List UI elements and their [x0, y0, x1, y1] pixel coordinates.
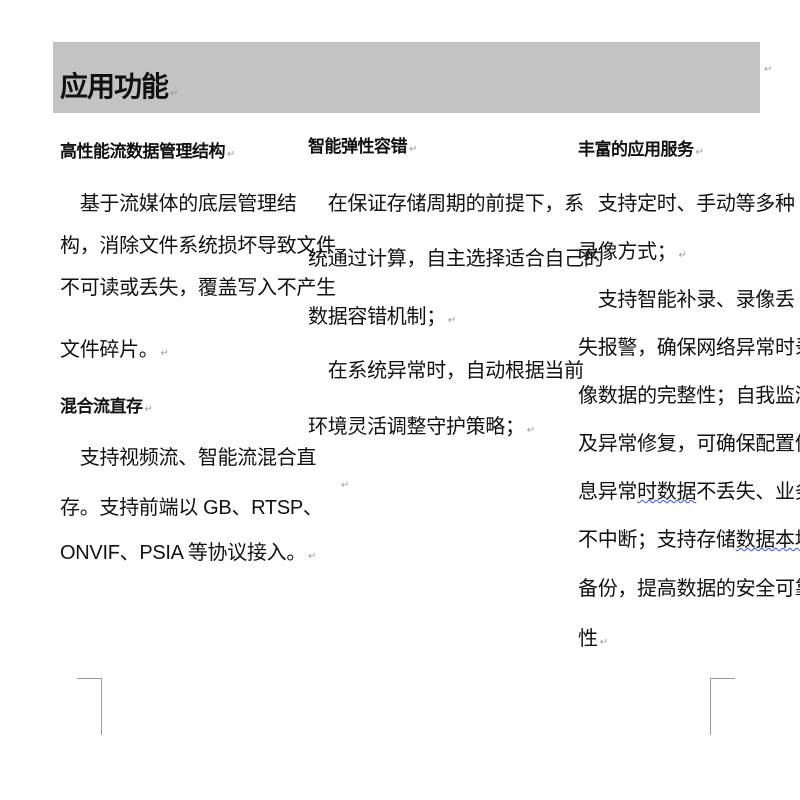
heading-high-performance: 高性能流数据管理结构↵ — [60, 141, 235, 166]
body-line: 文件碎片。↵ — [60, 338, 169, 366]
paragraph-mark-icon: ↵ — [695, 147, 704, 158]
paragraph-mark-icon: ↵ — [227, 149, 235, 160]
body-line: 及异常修复，可确保配置信 — [578, 433, 800, 455]
section-title: 应用功能↵ — [60, 70, 178, 111]
body-text: ONVIF、PSIA 等协议接入。 — [60, 542, 307, 564]
paragraph-mark-icon: ↵ — [447, 315, 456, 326]
section-header-bar: 应用功能↵ — [53, 42, 760, 113]
body-line: 统通过计算，自主选择适合自己的 — [308, 248, 604, 270]
heading-mixed-stream: 混合流直存↵ — [60, 396, 153, 421]
heading-rich-services: 丰富的应用服务↵ — [578, 139, 704, 164]
body-line: ONVIF、PSIA 等协议接入。↵ — [60, 541, 316, 569]
paragraph-mark-icon: ↵ — [599, 637, 608, 648]
body-text: 不丢失、业务 — [696, 481, 800, 503]
heading-text: 智能弹性容错 — [308, 137, 408, 156]
body-text: 数据容错机制； — [308, 306, 446, 328]
page-corner-mark-left — [77, 678, 102, 735]
spellcheck-underlined-text[interactable]: 时数据 — [637, 481, 697, 503]
paragraph-mark-icon: ↵ — [341, 480, 350, 491]
paragraph-mark-icon: ↵ — [170, 88, 178, 99]
spellcheck-underlined-text[interactable]: 数据本地 — [735, 529, 800, 551]
paragraph-mark-icon: ↵ — [144, 404, 153, 415]
body-text: 录像方式； — [578, 241, 677, 263]
body-line: 不中断；支持存储数据本地 — [578, 528, 800, 552]
body-line: 性↵ — [578, 627, 608, 655]
body-line: 数据容错机制；↵ — [308, 305, 456, 333]
body-line: 像数据的完整性；自我监测 — [578, 385, 800, 407]
heading-elastic-fault-tolerance: 智能弹性容错↵ — [308, 136, 417, 161]
body-line: 环境灵活调整守护策略；↵ — [308, 415, 535, 443]
body-line: 构，消除文件系统损坏导致文件 — [60, 235, 336, 257]
section-title-text: 应用功能 — [60, 71, 169, 102]
body-line: 不可读或丢失，覆盖写入不产生 — [60, 277, 336, 299]
body-line: 支持智能补录、录像丢 — [578, 289, 795, 311]
body-text: 环境灵活调整守护策略； — [308, 416, 525, 438]
paragraph-mark-icon: ↵ — [409, 144, 417, 155]
heading-text: 丰富的应用服务 — [578, 140, 694, 159]
body-line: 在保证存储周期的前提下，系 — [308, 193, 584, 215]
body-text: 性 — [578, 628, 598, 650]
paragraph-mark-icon: ↵ — [526, 425, 535, 436]
paragraph-mark-icon: ↵ — [764, 64, 773, 75]
body-line: 失报警，确保网络异常时录 — [578, 337, 800, 359]
paragraph-mark-icon: ↵ — [160, 348, 169, 359]
body-text: 文件碎片。 — [60, 339, 159, 361]
body-line: 在系统异常时，自动根据当前 — [308, 360, 584, 382]
body-line: 支持定时、手动等多种 — [578, 193, 795, 215]
body-line: 录像方式；↵ — [578, 240, 687, 268]
heading-text: 高性能流数据管理结构 — [60, 142, 226, 161]
paragraph-mark-icon: ↵ — [678, 250, 687, 261]
body-line: 支持视频流、智能流混合直 — [60, 447, 317, 469]
heading-text: 混合流直存 — [60, 397, 143, 416]
paragraph-mark-icon: ↵ — [308, 551, 317, 562]
body-text: 息异常 — [578, 481, 638, 503]
body-line: 基于流媒体的底层管理结 — [60, 193, 297, 215]
page-corner-mark-right — [710, 678, 735, 735]
body-line: 存。支持前端以 GB、RTSP、 — [60, 497, 323, 519]
body-line: 息异常时数据不丢失、业务 — [578, 480, 800, 504]
body-line: 备份，提高数据的安全可靠 — [578, 578, 800, 600]
body-text: 不中断；支持存储 — [578, 529, 736, 551]
